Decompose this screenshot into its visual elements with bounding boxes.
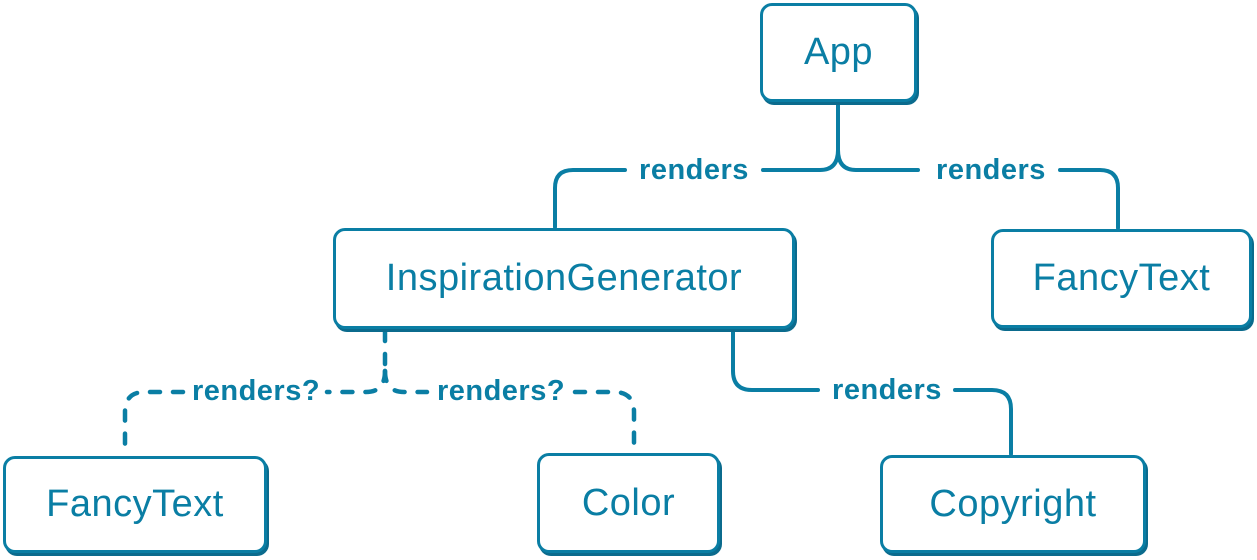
edge-label-inspirationgenerator-copyright: renders (832, 374, 942, 406)
node-app: App (760, 3, 917, 102)
node-color-label: Color (581, 481, 676, 524)
node-copyright-label: Copyright (929, 482, 1097, 525)
edge-inspirationgenerator-copyright (731, 329, 1013, 456)
node-fancy-text-top-label: FancyText (1032, 257, 1211, 299)
node-copyright: Copyright (880, 455, 1146, 553)
node-inspiration-generator-label: InspirationGenerator (385, 257, 743, 299)
node-app-label: App (803, 31, 874, 73)
edge-label-app-inspirationgenerator: renders (639, 154, 749, 186)
edge-label-app-fancytext: renders (936, 154, 1046, 186)
edge-label-inspirationgenerator-fancytext: renders? (191, 375, 321, 407)
node-fancy-text-bottom: FancyText (3, 456, 267, 553)
node-fancy-text-bottom-label: FancyText (46, 483, 224, 525)
node-inspiration-generator: InspirationGenerator (333, 228, 795, 329)
edge-label-inspirationgenerator-color: renders? (436, 375, 566, 407)
node-fancy-text-top: FancyText (991, 229, 1252, 328)
node-color: Color (537, 453, 720, 553)
edge-app-fancytext (836, 148, 1120, 230)
edge-inspirationgenerator-color (382, 368, 637, 455)
